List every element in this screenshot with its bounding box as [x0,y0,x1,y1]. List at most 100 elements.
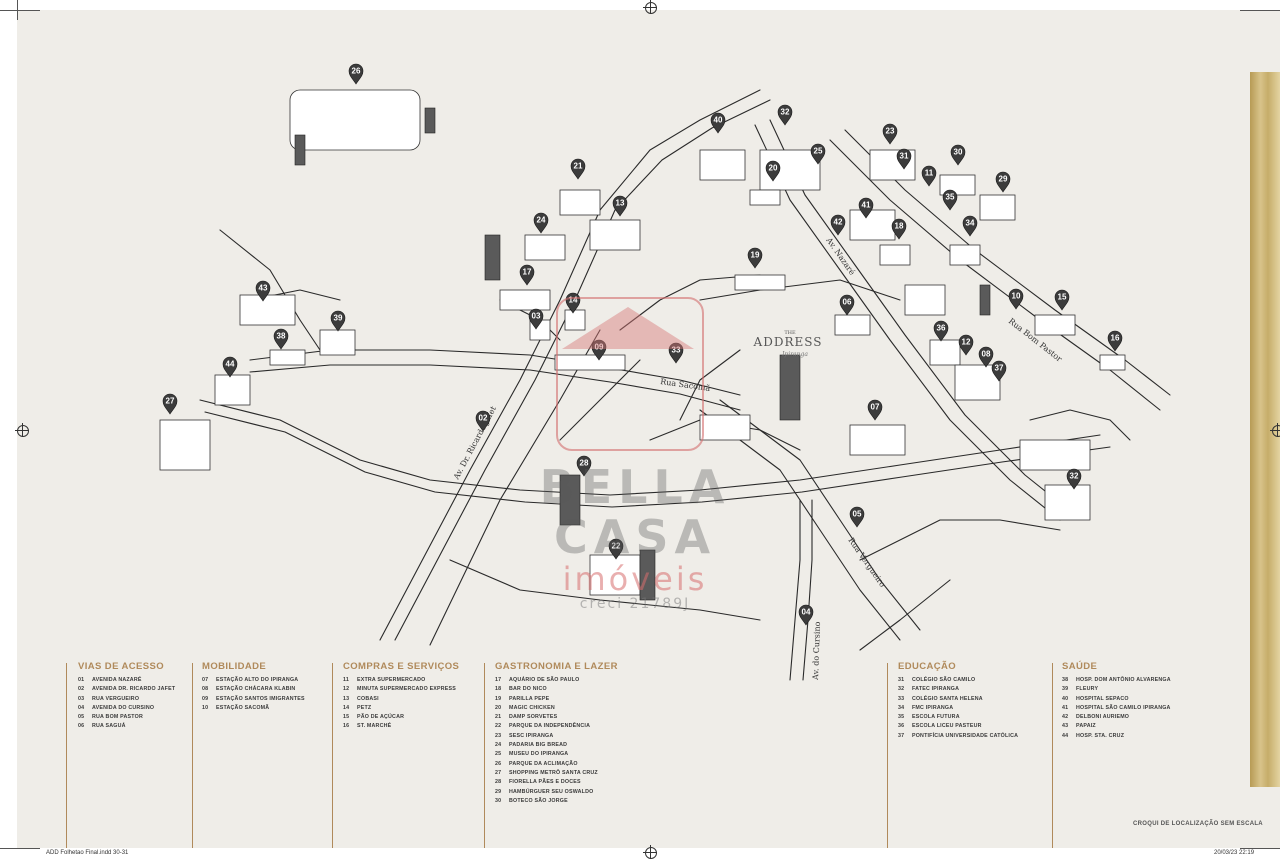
legend-item: 24 PADARIA BIG BREAD [495,741,645,750]
map-pin-icon[interactable]: 23 [882,123,898,145]
map-pin-label: 09 [595,343,604,352]
map-pin-icon[interactable]: 26 [348,63,364,85]
map-pin-icon[interactable]: 39 [330,310,346,332]
map-pin-icon[interactable]: 02 [475,410,491,432]
legend-item-number: 33 [898,695,905,702]
map-pin-marker [348,63,364,85]
map-pin-icon[interactable]: 16 [1107,330,1123,352]
legend-item: 35 ESCOLA FUTURA [898,713,1048,722]
legend-item-label: AQUÁRIO DE SÃO PAULO [509,677,580,683]
map-pin-icon[interactable]: 32 [777,104,793,126]
map-pin-marker [958,334,974,356]
legend-item-number: 23 [495,732,502,739]
map-pin-label: 44 [226,360,235,369]
map-pin-marker [858,197,874,219]
map-pin-icon[interactable]: 17 [519,264,535,286]
map-pin-icon[interactable]: 40 [710,112,726,134]
map-pin-icon[interactable]: 06 [839,294,855,316]
legend-item-label: PADARIA BIG BREAD [509,742,568,749]
map-pin-icon[interactable]: 08 [978,346,994,368]
map-pin-label: 28 [580,459,589,468]
map-pin-icon[interactable]: 25 [810,143,826,165]
legend-item-number: 24 [495,742,502,749]
map-pin-icon[interactable]: 31 [896,148,912,170]
map-pin-icon[interactable]: 27 [162,393,178,415]
map-pin-label: 04 [802,608,811,617]
map-pin-icon[interactable]: 09 [591,339,607,361]
map-pin-icon[interactable]: 34 [962,215,978,237]
map-pin-icon[interactable]: 18 [891,218,907,240]
map-pin-icon[interactable]: 28 [576,455,592,477]
map-pin-icon[interactable]: 11 [921,165,937,187]
map-note: CROQUI DE LOCALIZAÇÃO SEM ESCALA [1133,821,1263,827]
map-pin-marker [612,195,628,217]
crop-mark [1240,10,1280,11]
map-pin-icon[interactable]: 41 [858,197,874,219]
legend-item-label: ESCOLA FUTURA [912,714,960,721]
legend-item-label: AVENIDA DR. RICARDO JAFET [92,686,176,693]
map-pin-icon[interactable]: 37 [991,360,1007,382]
registration-mark-icon [15,423,29,437]
street-label: Av. Dr. Ricardo Jafet [451,404,498,482]
legend-item-number: 35 [898,714,905,721]
map-pin-marker [962,215,978,237]
map-pin-icon[interactable]: 29 [995,171,1011,193]
legend-item-label: COLÉGIO SANTA HELENA [912,695,983,702]
legend-item-number: 32 [898,686,905,693]
legend-item-number: 19 [495,695,502,702]
legend-item-label: MUSEU DO IPIRANGA [509,751,569,758]
map-pin-marker [519,264,535,286]
map-pin-icon[interactable]: 30 [950,144,966,166]
legend-item-number: 15 [343,714,350,721]
map-pin-icon[interactable]: 43 [255,280,271,302]
map-pin-icon[interactable]: 03 [528,308,544,330]
map-pin-icon[interactable]: 15 [1054,289,1070,311]
map-pin-icon[interactable]: 22 [608,538,624,560]
legend-item-number: 37 [898,732,905,739]
map-pin-marker [668,342,684,364]
map-pin-icon[interactable]: 32 [1066,468,1082,490]
map-pin-icon[interactable]: 20 [765,160,781,182]
map-pin-icon[interactable]: 04 [798,604,814,626]
map-pin-icon[interactable]: 07 [867,399,883,421]
legend-item-label: HOSP. STA. CRUZ [1076,732,1125,739]
map-pin-icon[interactable]: 21 [570,158,586,180]
legend-item-number: 02 [78,686,85,693]
legend-item-number: 28 [495,779,502,786]
map-pin-marker [810,143,826,165]
map-pin-label: 31 [900,152,909,161]
map-pin-icon[interactable]: 35 [942,189,958,211]
legend-item-label: COBASI [357,695,379,702]
map-pin-icon[interactable]: 12 [958,334,974,356]
legend-item-label: ESTAÇÃO SACOMÃ [216,704,270,711]
map-pin-icon[interactable]: 38 [273,328,289,350]
map-pin-icon[interactable]: 05 [849,506,865,528]
map-pin-icon[interactable]: 42 [830,214,846,236]
map-pin-icon[interactable]: 24 [533,212,549,234]
map-pin-icon[interactable]: 33 [668,342,684,364]
map-pin-icon[interactable]: 13 [612,195,628,217]
map-pin-icon[interactable]: 19 [747,247,763,269]
map-pin-marker [591,339,607,361]
map-pin-icon[interactable]: 10 [1008,288,1024,310]
map-pin-icon[interactable]: 36 [933,320,949,342]
map-pin-icon[interactable]: 44 [222,356,238,378]
